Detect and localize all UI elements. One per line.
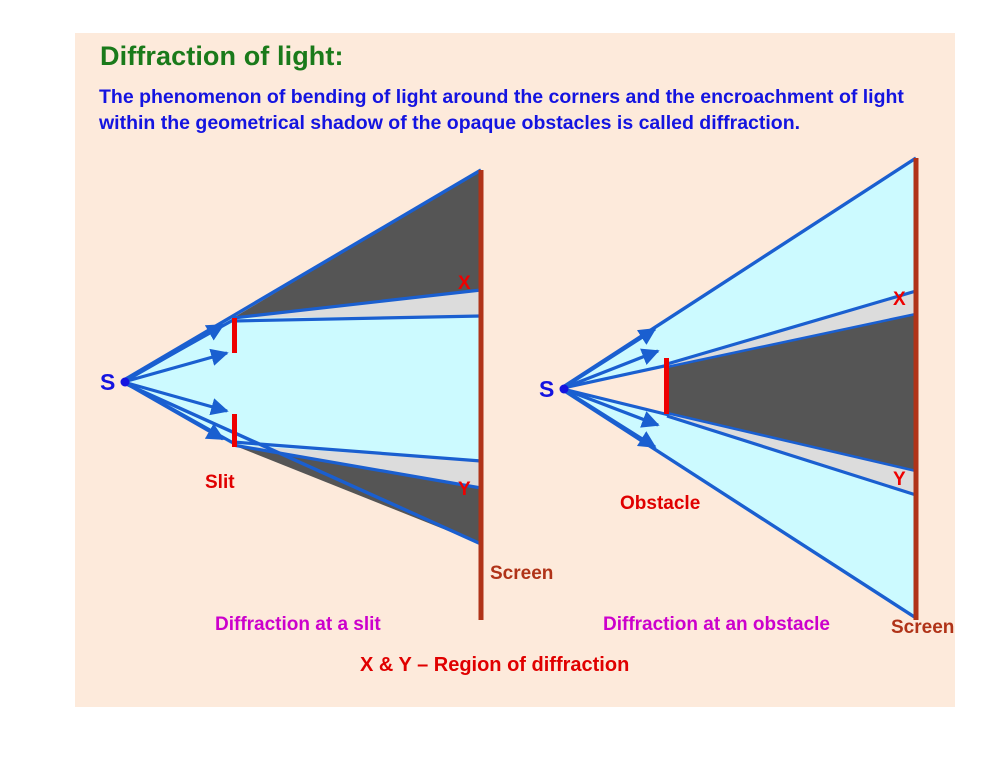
right-cone-edge-upper <box>562 363 670 390</box>
right-band-lower-outer-edge <box>666 414 917 497</box>
left-slit-label: Slit <box>205 472 235 493</box>
left-band-upper-outer-edge <box>232 288 482 320</box>
left-source-label: S <box>100 369 115 395</box>
left-ray-1 <box>126 323 225 382</box>
right-shadow-region <box>667 314 916 471</box>
left-light-beam <box>124 316 481 461</box>
left-band-upper-inner-edge <box>232 314 482 323</box>
right-source-label: S <box>539 376 554 402</box>
left-outer-ray-lower <box>123 381 482 546</box>
left-figure-caption: Diffraction at a slit <box>215 614 381 635</box>
diagram-figure-area: S X Y Slit Screen Diffraction at a slit <box>75 33 955 707</box>
left-region-y-label: Y <box>458 479 471 500</box>
left-outer-ray-upper <box>123 168 482 382</box>
right-region-y-label: Y <box>893 469 906 490</box>
right-band-upper-inner-edge <box>666 312 917 369</box>
right-figure-caption: Diffraction at an obstacle <box>603 614 830 635</box>
right-screen-label: Screen <box>891 617 954 638</box>
definition-text: The phenomenon of bending of light aroun… <box>99 86 904 134</box>
left-ray-2 <box>126 348 229 383</box>
left-region-x-label: X <box>458 273 471 294</box>
right-ray-3 <box>565 388 660 428</box>
right-region-x-label: X <box>893 289 906 310</box>
left-screen-label: Screen <box>490 563 553 584</box>
left-source-point <box>120 377 130 387</box>
diffraction-diagram-svg: S X Y Slit Screen Diffraction at a slit <box>100 156 954 676</box>
right-band-lower-inner-edge <box>666 411 917 473</box>
left-ray-3 <box>126 381 229 416</box>
right-ray-1 <box>565 327 657 388</box>
region-note-label: X & Y – Region of diffraction <box>360 654 629 676</box>
content-panel: Diffraction of light: The phenomenon of … <box>75 33 955 707</box>
right-obstacle-barrier <box>664 358 669 414</box>
figure-right-obstacle: S X Y Obstacle Screen Diffraction at an … <box>539 156 954 638</box>
left-upper-shadow-region <box>124 170 481 380</box>
right-cone-edge-lower <box>562 387 670 417</box>
right-ray-2 <box>565 348 660 389</box>
right-band-upper-outer-edge <box>666 289 917 366</box>
right-ray-4 <box>565 389 657 449</box>
right-obstacle-label: Obstacle <box>620 493 700 514</box>
left-band-lower-inner-edge <box>232 440 482 463</box>
page-title: Diffraction of light: <box>100 41 344 71</box>
left-ray-4 <box>126 382 225 441</box>
left-band-lower-outer-edge <box>232 443 482 490</box>
right-source-point <box>559 384 569 394</box>
left-slit-barrier-upper <box>232 318 237 353</box>
left-slit-barrier-lower <box>232 414 237 447</box>
figure-left-slit: S X Y Slit Screen Diffraction at a slit <box>100 168 553 635</box>
